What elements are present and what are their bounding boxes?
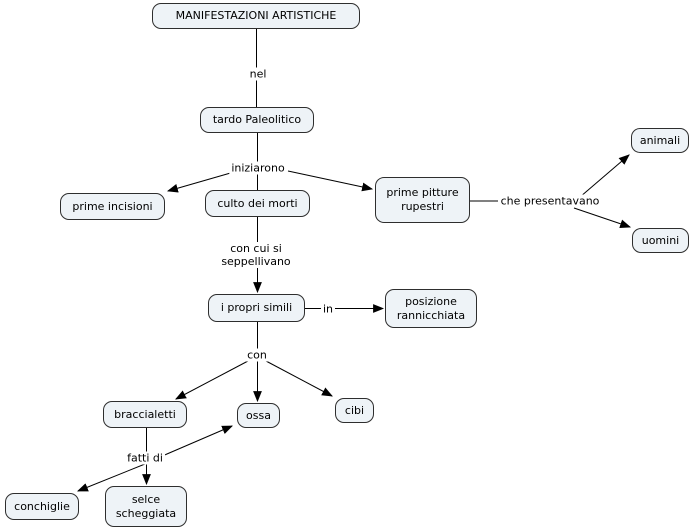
node-culto-dei-morti[interactable]: culto dei morti [205,190,310,217]
edge-iniziarono-pitture [287,170,374,192]
link-label-con-cui-si-seppellivano[interactable]: con cui si seppellivano [215,242,297,268]
node-prime-pitture-rupestri[interactable]: prime pitture rupestri [375,177,470,223]
link-label-in[interactable]: in [320,302,336,316]
edge-che-uomini [573,207,632,228]
edge-fattidi-ossa [152,425,234,461]
node-prime-incisioni[interactable]: prime incisioni [60,193,165,220]
node-selce-scheggiata[interactable]: selce scheggiata [105,486,187,527]
node-braccialetti[interactable]: braccialetti [103,401,187,428]
node-animali[interactable]: animali [631,128,689,153]
node-tardo-paleolitico[interactable]: tardo Paleolitico [200,107,314,133]
link-label-con[interactable]: con [245,348,269,362]
node-i-propri-simili[interactable]: i propri simili [208,294,305,322]
edge-che-animali [579,154,630,198]
link-label-fatti-di[interactable]: fatti di [125,451,165,465]
edge-fattidi-conchiglie [76,461,151,492]
node-uomini[interactable]: uomini [632,228,689,253]
edge-con-braccialetti [175,360,249,400]
edge-con-cibi [265,360,333,397]
edge-iniziarono-prime-incisioni [166,171,235,193]
node-conchiglie[interactable]: conchiglie [5,493,79,520]
link-label-nel[interactable]: nel [247,67,269,81]
node-cibi[interactable]: cibi [335,398,374,423]
node-manifestazioni-artistiche[interactable]: MANIFESTAZIONI ARTISTICHE [152,3,360,29]
node-ossa[interactable]: ossa [237,403,280,428]
link-label-che-presentavano[interactable]: che presentavano [498,194,602,208]
node-posizione-rannicchiata[interactable]: posizione rannicchiata [385,289,477,328]
link-label-iniziarono[interactable]: iniziarono [229,161,287,175]
